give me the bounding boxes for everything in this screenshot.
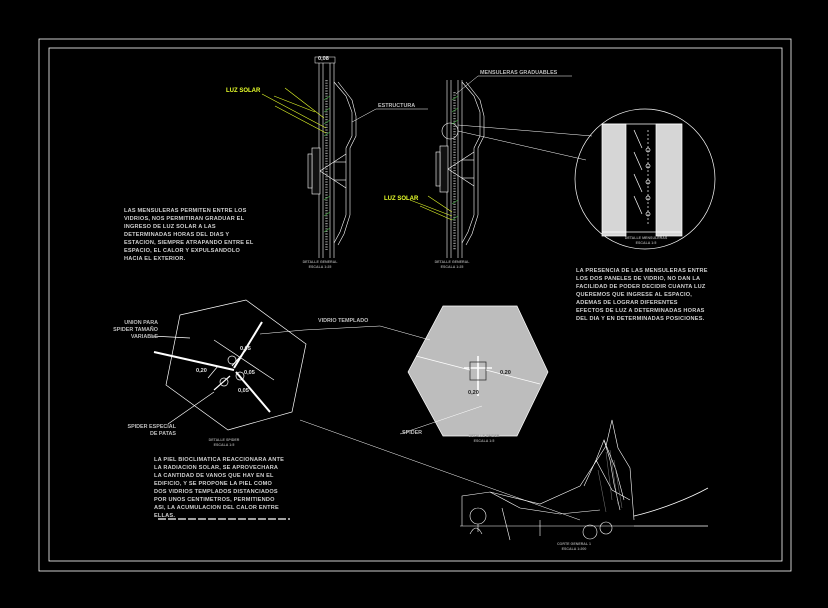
caption-section-b: DETALLE GENERAL ESCALA 1:25 [434,260,470,269]
note-piel-bioclimatica: LA PIEL BIOCLIMATICA REACCIONARA ANTE LA… [154,457,285,519]
vidrio-templado-label: VIDRIO TEMPLADO [318,318,369,324]
union-spider-label: UNION PARA SPIDER TAMAÑO VARIABLE [113,320,158,340]
dim-020-bottom: 0,20 [468,390,479,396]
leader-lines-top [351,75,593,161]
mensula-detail-circle [574,108,716,250]
dim-005-b: 0,05 [244,370,255,376]
estructura-label: ESTRUCTURA [378,103,416,109]
dim-005-a: 0,05 [240,346,251,352]
caption-hex-right: DETALLE SPIDER ESCALA 1:5 [468,434,500,443]
mensuleras-label: MENSULERAS GRADUABLES [480,70,558,76]
luz-solar-label-1: LUZ SOLAR [226,88,261,94]
spider-hexagon-left [151,299,307,431]
caption-section-a: DETALLE GENERAL ESCALA 1:25 [302,260,338,269]
section-detail-b [435,80,485,258]
section-detail-a [307,56,357,258]
glass-hexagon-right [407,305,549,437]
caption-circle: DETALLE MENSULERAS ESCALA 1:5 [624,236,668,245]
note-presencia: LA PRESENCIA DE LAS MENSULERAS ENTRE LOS… [576,268,708,322]
spider-especial-label: SPIDER ESPECIAL DE PATAS [127,424,176,437]
sun-rays-a [261,87,327,134]
dim-020-right: 0,20 [500,370,511,376]
luz-solar-label-2: LUZ SOLAR [384,196,419,202]
sun-rays-b [409,195,453,221]
caption-hex-left: DETALLE SPIDER ESCALA 1:5 [208,438,240,447]
note-mensuleras: LAS MENSULERAS PERMITEN ENTRE LOS VIDRIO… [124,208,254,262]
spider-label: SPIDER [402,430,423,436]
leader-lines-center [259,325,581,521]
dim-005-c: 0,05 [238,388,249,394]
dim-top-label: 0,08 [318,56,329,62]
outer-border [38,38,792,572]
building-section [460,419,709,541]
inner-border [48,47,783,562]
building-hatch [597,449,623,513]
caption-building: CORTE GENERAL 1 ESCALA 1:200 [556,542,592,551]
dim-020-left: 0,20 [196,368,207,374]
